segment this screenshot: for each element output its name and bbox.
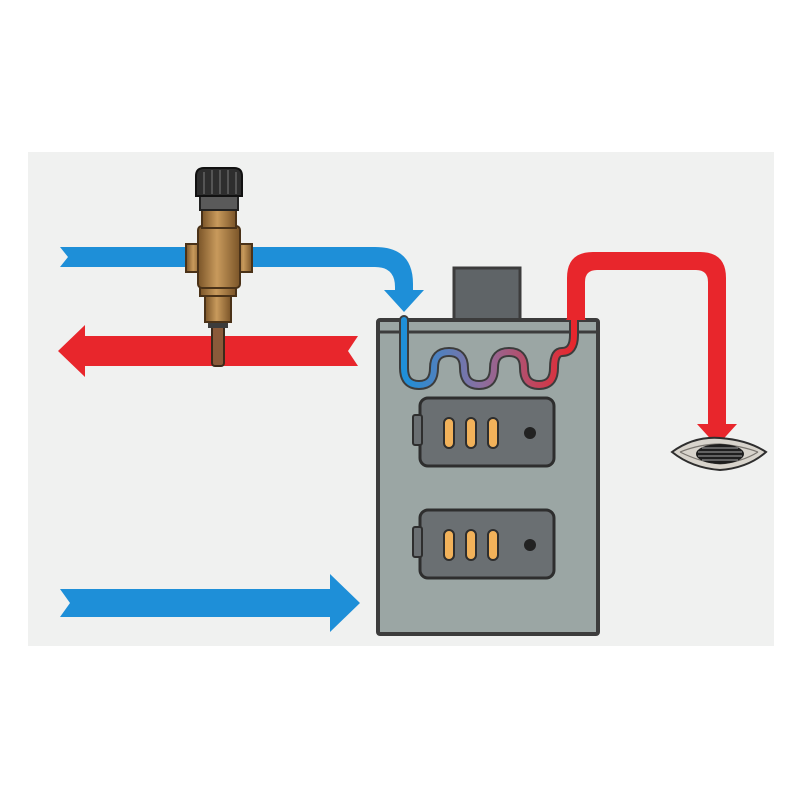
flame-window xyxy=(487,529,499,561)
floor-drain-icon xyxy=(670,436,768,472)
flame-window xyxy=(443,529,455,561)
heat-exchanger-coil-icon xyxy=(401,317,577,388)
drain-grate xyxy=(696,444,744,464)
door-knob xyxy=(524,539,536,551)
flame-window xyxy=(443,417,455,449)
valve-sensor-probe xyxy=(211,321,225,367)
flame-window xyxy=(487,417,499,449)
cold-water-inlet-arrow xyxy=(60,574,360,632)
hot-water-discharge-arrow xyxy=(567,252,737,446)
flame-window xyxy=(465,529,477,561)
hot-water-outlet-arrow xyxy=(58,325,358,377)
chimney-icon xyxy=(452,266,522,324)
thermostatic-safety-valve-icon xyxy=(185,167,253,367)
valve-body xyxy=(197,225,241,289)
door-knob xyxy=(524,427,536,439)
cold-water-supply-arrow xyxy=(60,247,424,312)
firebox-door-icon xyxy=(412,508,556,580)
discharge-arrow-up-notch xyxy=(566,304,586,320)
boiler-icon xyxy=(376,318,600,636)
firebox-door-icon xyxy=(412,396,556,468)
flame-window xyxy=(465,417,477,449)
